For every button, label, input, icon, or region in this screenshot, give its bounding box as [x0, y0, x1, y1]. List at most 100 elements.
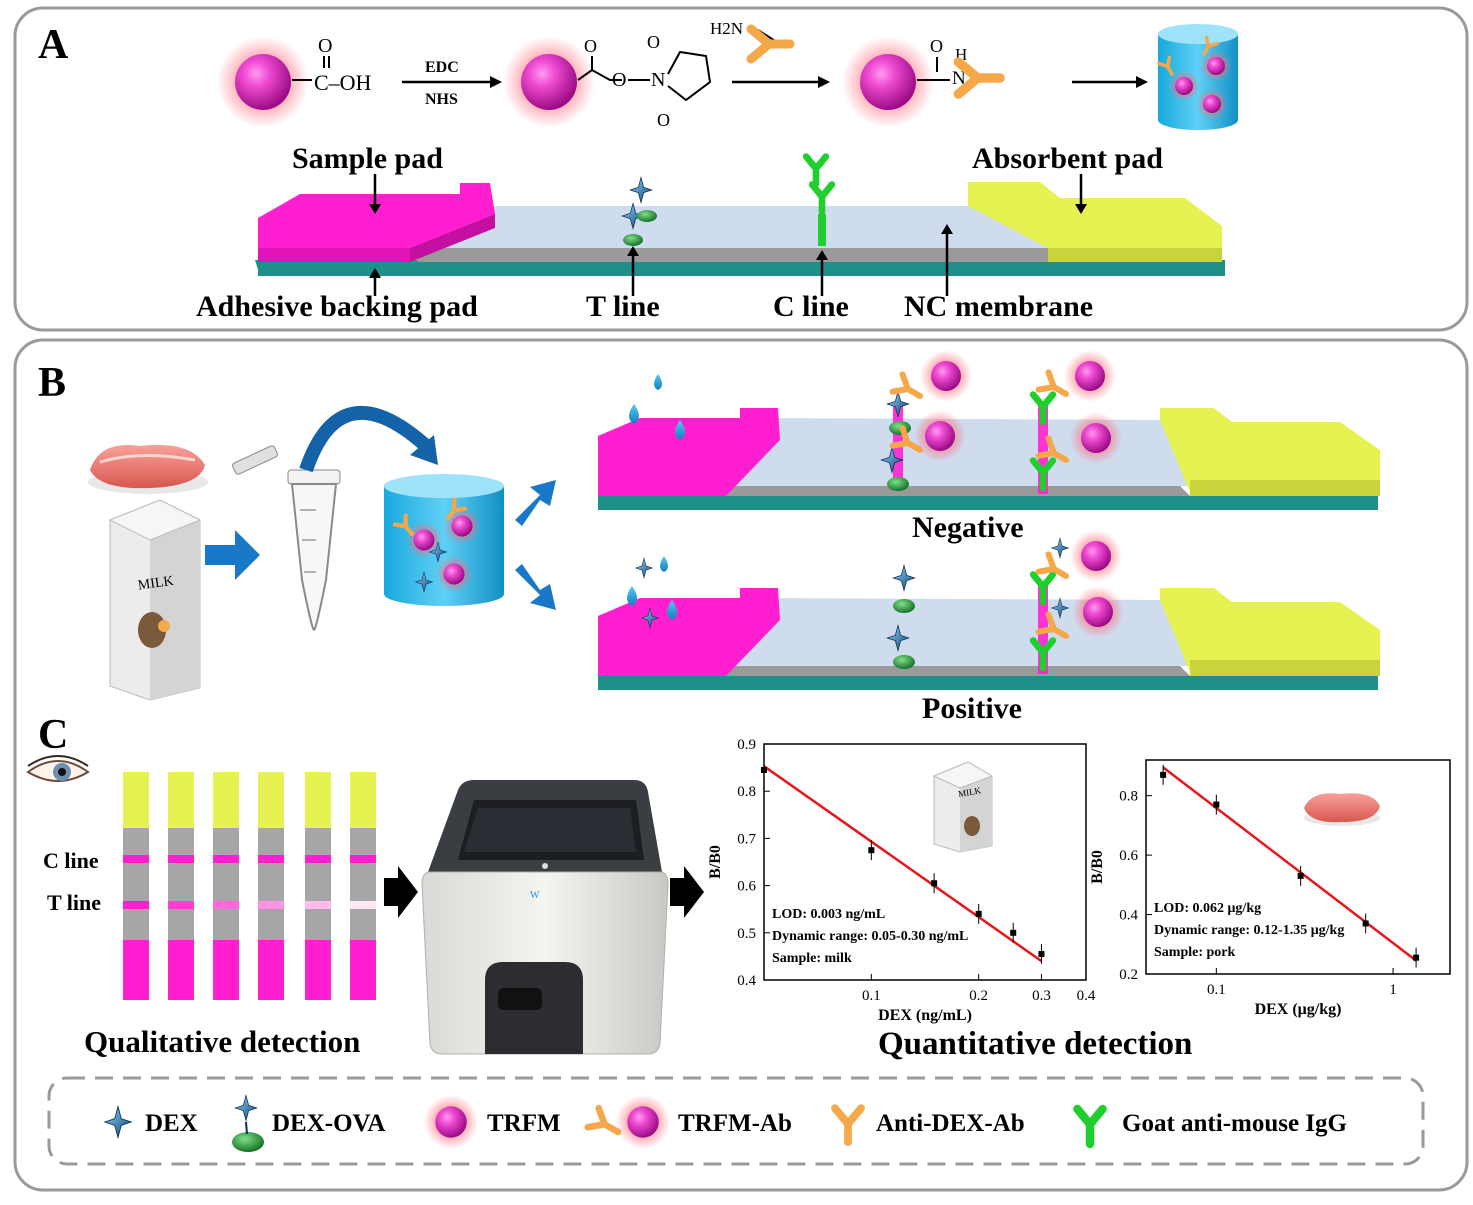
c-line-icon: [806, 157, 832, 246]
x-tick-label: 0.1: [1207, 982, 1226, 998]
y-tick-label: 0.8: [1119, 789, 1138, 805]
strip-c-line: [305, 855, 331, 863]
data-point: [1038, 951, 1045, 958]
panel-c: C C line T line Qualitative detection W …: [26, 712, 1451, 1062]
y-tick-label: 0.5: [737, 926, 756, 942]
flow-arrow-1: [205, 530, 260, 580]
svg-text:O: O: [612, 69, 626, 91]
fluorescence-reader-device: W: [421, 780, 669, 1055]
strip-absorbent-pad: [168, 772, 194, 828]
strip-t-line: [123, 901, 149, 909]
x-tick-label: 1: [1389, 982, 1397, 998]
panel-b-label: B: [38, 360, 66, 406]
nhs-label: NHS: [425, 91, 458, 108]
t-line-label: T line: [586, 290, 660, 323]
strip-t-line: [305, 901, 331, 909]
strip-absorbent-pad: [213, 772, 239, 828]
trfm-ab-legend-icon: [588, 1094, 671, 1150]
legend-anti-dex-ab: Anti-DEX-Ab: [876, 1110, 1025, 1137]
milk-carton-icon: MILK: [108, 499, 202, 701]
strip-sample-pad: [213, 940, 239, 1000]
data-point: [931, 880, 938, 887]
strip-c-line: [213, 855, 239, 863]
chart-annotation: Sample: pork: [1154, 945, 1236, 960]
data-point: [1160, 771, 1167, 778]
strip-t-line: [213, 901, 239, 909]
y-tick-label: 0.8: [737, 784, 756, 800]
strip-c-line: [350, 855, 376, 863]
x-tick-label: 0.4: [1077, 988, 1096, 1004]
data-point: [868, 847, 875, 854]
strip-c-line: [258, 855, 284, 863]
y-axis-label: B/B0: [1089, 850, 1106, 884]
qualitative-label: Qualitative detection: [84, 1024, 360, 1059]
negative-label: Negative: [912, 511, 1024, 544]
x-tick-label: 0.3: [1032, 988, 1051, 1004]
svg-text:O: O: [930, 36, 943, 56]
t-line-icon: [621, 177, 657, 246]
svg-text:W: W: [530, 890, 540, 901]
flow-arrow-positive: [515, 564, 556, 610]
centrifuge-tube-icon: [232, 445, 341, 632]
chart-annotation: Sample: milk: [772, 951, 852, 966]
data-point: [1362, 920, 1369, 927]
antibody-icon: [751, 29, 790, 59]
strip-membrane: [168, 828, 194, 940]
y-tick-label: 0.4: [1119, 908, 1138, 924]
y-tick-label: 0.2: [1119, 967, 1138, 983]
strip-c-line: [123, 855, 149, 863]
data-point: [1213, 801, 1220, 808]
panel-b: B MILK: [38, 350, 1380, 725]
strip-membrane: [123, 828, 149, 940]
dex-legend-icon: [104, 1106, 132, 1138]
panel-c-label: C: [38, 712, 68, 758]
microsphere-carboxyl: [217, 36, 309, 128]
milk-carton-chart-icon: MILK: [932, 761, 994, 853]
panel-a: A O C–OH EDC NHS O O N O: [13, 6, 1469, 332]
panel-a-label: A: [38, 22, 69, 68]
chart-annotation: LOD: 0.003 ng/mL: [772, 907, 885, 922]
x-tick-label: 0.1: [862, 988, 881, 1004]
data-point: [1297, 872, 1304, 879]
meat-chart-icon: [1304, 793, 1380, 826]
data-point: [1413, 954, 1420, 961]
svg-text:O: O: [584, 36, 597, 56]
legend-trfm: TRFM: [487, 1110, 561, 1137]
strip-sample-pad: [305, 940, 331, 1000]
t-line-label-c: T line: [47, 890, 101, 915]
edc-label: EDC: [425, 59, 459, 76]
plot-area: [763, 743, 1087, 981]
legend-frame: [47, 1076, 1425, 1166]
transfer-arrow: [299, 405, 430, 473]
conjugate-container-icon: [1157, 24, 1238, 130]
strip-absorbent-pad: [258, 772, 284, 828]
chart-annotation: Dynamic range: 0.05-0.30 ng/mL: [772, 929, 968, 944]
meat-sample-icon: [88, 444, 208, 494]
strip-sample-pad: [350, 940, 376, 1000]
svg-text:O: O: [318, 35, 332, 57]
amine-label: H2N: [710, 19, 743, 38]
legend: DEX DEX-OVA TRFM TRFM-Ab Anti-DEX-Ab Goa…: [47, 1076, 1425, 1166]
flow-arrow-negative: [515, 480, 556, 526]
qualitative-strips: [123, 772, 376, 1000]
svg-text:O: O: [657, 110, 670, 130]
strip-t-line: [258, 901, 284, 909]
legend-dex-ova: DEX-OVA: [272, 1110, 385, 1137]
legend-trfm-ab: TRFM-Ab: [678, 1110, 792, 1137]
anti-dex-ab-legend-icon: [835, 1108, 861, 1142]
y-tick-label: 0.4: [737, 973, 756, 989]
microsphere-nhs-ester: [503, 36, 595, 128]
fit-line: [763, 765, 1043, 963]
panel-a-frame: [13, 6, 1469, 332]
strip-membrane: [258, 828, 284, 940]
trfm-legend-icon: [423, 1094, 479, 1150]
goat-igg-legend-icon: [1077, 1109, 1102, 1144]
positive-label: Positive: [922, 692, 1022, 725]
positive-strip: [598, 530, 1380, 690]
arrow-to-charts: [670, 866, 704, 918]
strip-sample-pad: [258, 940, 284, 1000]
conjugate-cup-icon: [384, 474, 504, 606]
